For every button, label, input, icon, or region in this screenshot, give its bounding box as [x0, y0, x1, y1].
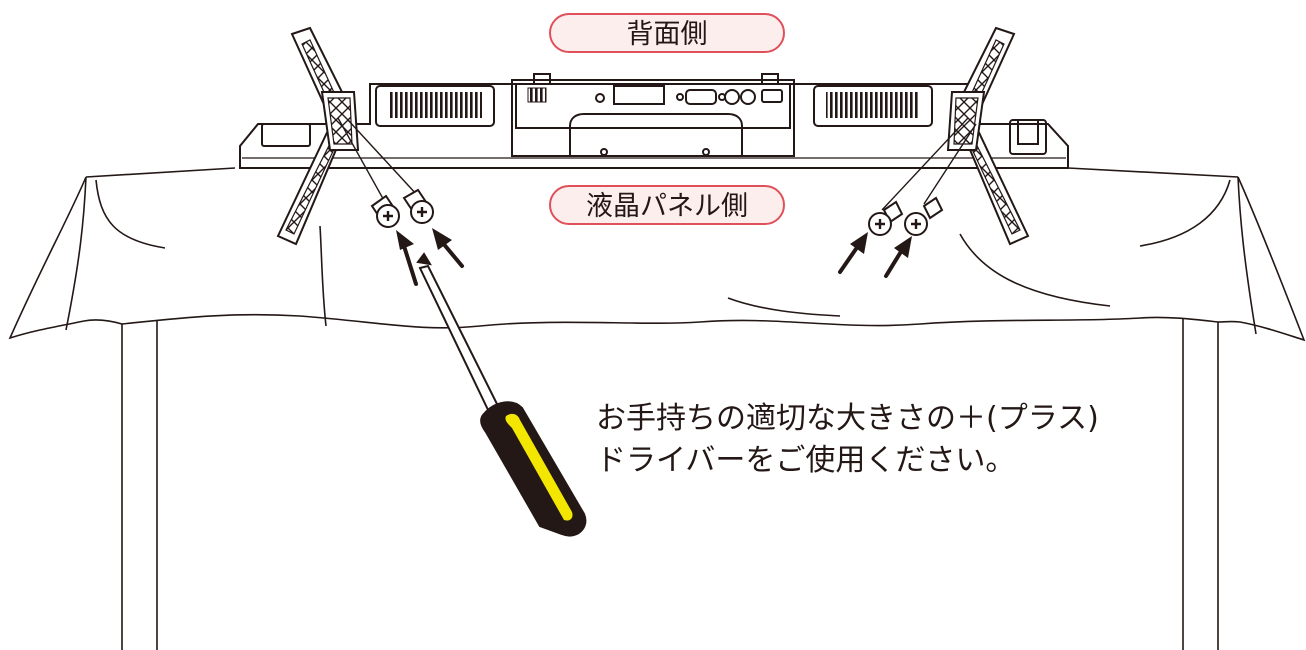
- screw-right-2: [904, 196, 944, 236]
- screw-left-2: [402, 188, 434, 224]
- screw-left-1: [370, 194, 400, 228]
- label-panel-side: 液晶パネル側: [549, 185, 785, 225]
- arrow-left-1: [396, 230, 418, 286]
- screwdriver-instruction: お手持ちの適切な大きさの＋(プラス) ドライバーをご使用ください。: [596, 398, 1099, 482]
- cloth: [8, 167, 1306, 342]
- label-panel-side-text: 液晶パネル側: [586, 191, 748, 222]
- screw-right-1: [868, 200, 904, 236]
- label-back-side-text: 背面側: [627, 19, 708, 50]
- arrow-right-2: [884, 236, 912, 278]
- instruction-line-2: ドライバーをご使用ください。: [596, 443, 1016, 478]
- arrow-right-1: [838, 232, 868, 274]
- screwdriver: [416, 252, 587, 537]
- tv-rear-body: [239, 73, 1069, 169]
- table: [121, 318, 1219, 650]
- arrow-left-2: [432, 228, 464, 268]
- label-panel-side-pill: [549, 185, 785, 225]
- label-back-side-pill: [549, 13, 785, 53]
- right-stand: [946, 26, 1030, 246]
- guide-lines: [337, 117, 977, 211]
- label-back-side: 背面側: [549, 13, 785, 53]
- left-stand: [276, 26, 360, 246]
- instruction-line-1: お手持ちの適切な大きさの＋(プラス): [596, 401, 1099, 436]
